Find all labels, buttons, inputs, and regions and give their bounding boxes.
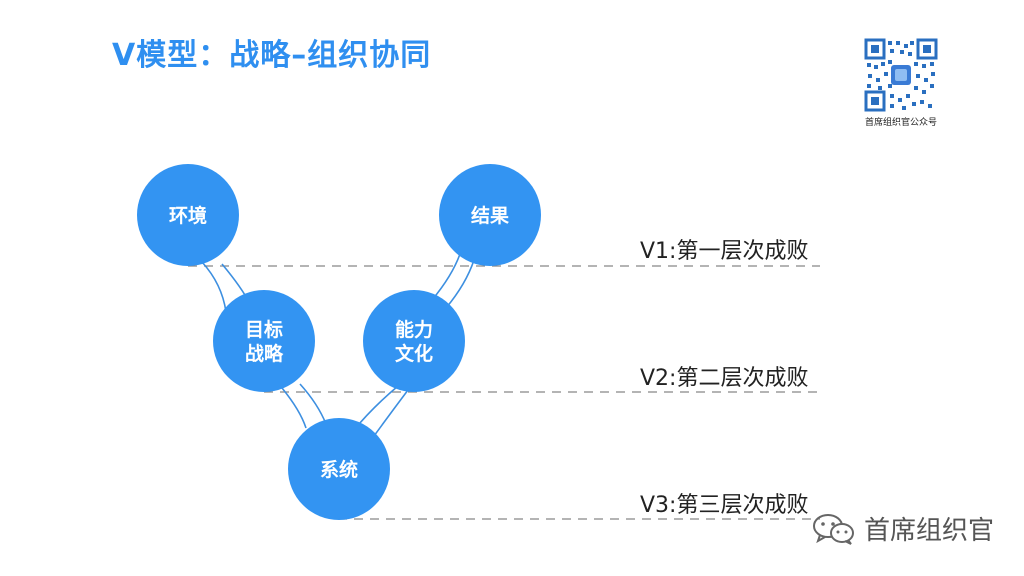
node-result xyxy=(439,164,541,266)
node-goal-strategy xyxy=(213,290,315,392)
qr-caption: 首席组织官公众号 xyxy=(864,118,937,128)
watermark: 首席组织官 xyxy=(812,510,994,547)
connector-cap-system-right xyxy=(373,389,409,437)
node-capability-culture xyxy=(363,290,465,392)
node-system xyxy=(288,418,390,520)
qr-code xyxy=(864,38,938,112)
node-environment-label: 环境 xyxy=(169,204,207,227)
node-goal-label-line2: 战略 xyxy=(245,342,284,365)
connector-env-goal-left xyxy=(201,261,227,313)
connector-result-cap-left xyxy=(431,253,461,301)
level-label-v3: V3:第三层次成败 xyxy=(640,493,808,518)
node-capability-label-line2: 文化 xyxy=(395,342,433,365)
node-goal-label-line1: 目标 xyxy=(245,319,283,341)
node-system-label: 系统 xyxy=(320,458,358,481)
node-result-label: 结果 xyxy=(471,204,509,227)
connector-goal-system-right xyxy=(299,383,327,425)
node-environment xyxy=(137,164,239,266)
node-capability-label-line1: 能力 xyxy=(395,318,433,341)
level-label-v2: V2:第二层次成败 xyxy=(640,366,808,391)
level-label-v1: V1:第一层次成败 xyxy=(640,239,808,264)
watermark-text: 首席组织官 xyxy=(864,516,995,546)
connector-result-cap-right xyxy=(445,259,475,309)
page-title: V模型：战略–组织协同 xyxy=(112,38,432,73)
wechat-icon xyxy=(813,513,854,545)
connector-goal-system-left xyxy=(281,387,307,429)
